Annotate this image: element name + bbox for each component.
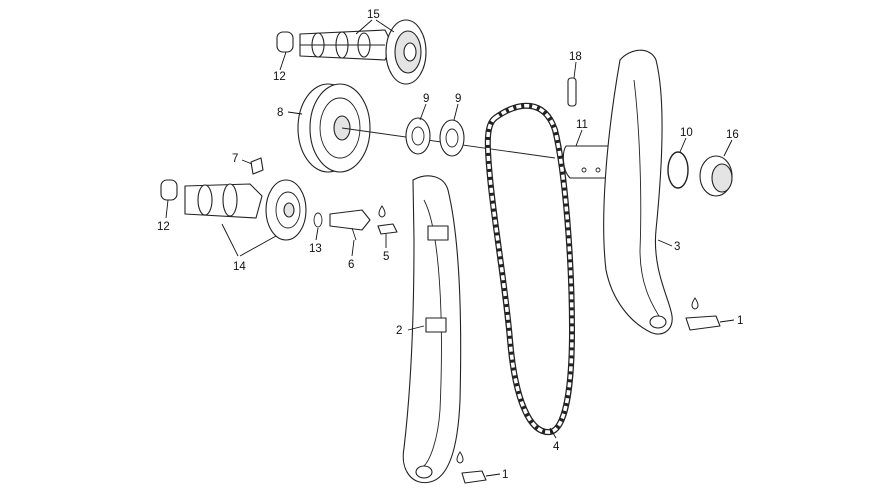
callout-9-left: 9 (423, 93, 429, 105)
chain-guide-left (402, 175, 462, 484)
callout-16: 16 (726, 129, 739, 141)
callout-8: 8 (277, 107, 283, 119)
screw-guide-left (461, 470, 487, 484)
oil-drop-icon-1a (691, 297, 699, 310)
callout-3: 3 (674, 241, 680, 253)
callout-18: 18 (569, 51, 582, 63)
screw-guide-right (685, 315, 721, 331)
oil-drop-icon-5 (378, 205, 386, 218)
callout-1-right: 1 (737, 315, 743, 327)
oil-drop-icon-1b (456, 451, 464, 464)
decompression-shaft (329, 209, 371, 241)
callout-5: 5 (383, 251, 389, 263)
callout-11: 11 (576, 119, 588, 131)
chain-guide-right (603, 49, 673, 335)
callout-14: 14 (233, 261, 246, 273)
idler-gear-double (297, 83, 556, 173)
screw-upper-left (377, 223, 398, 235)
camshaft-sprocket-lower (265, 179, 307, 241)
callout-labels: 15 12 8 9 9 7 12 14 13 6 5 2 4 3 1 1 18 … (157, 9, 743, 481)
callout-15: 15 (367, 9, 380, 21)
callout-7: 7 (232, 153, 238, 165)
callout-4: 4 (553, 441, 560, 453)
needle-bearing-left (405, 117, 431, 155)
callout-1-bottom: 1 (502, 469, 508, 481)
callout-9-right: 9 (455, 93, 461, 105)
callout-6: 6 (348, 259, 354, 271)
camshaft-sprocket-upper (385, 19, 427, 85)
callout-2: 2 (396, 325, 402, 337)
callout-12-bottom: 12 (157, 221, 170, 233)
leader-lines (165, 19, 735, 477)
closing-plug (699, 155, 733, 197)
callout-12-top: 12 (273, 71, 286, 83)
camshaft-lower (160, 179, 263, 219)
needle-bearing-right (439, 119, 465, 157)
circlip (313, 212, 323, 228)
camshaft-upper (276, 29, 393, 61)
locating-pin (250, 157, 264, 175)
callout-10: 10 (680, 127, 693, 139)
o-ring (667, 151, 689, 189)
dowel-pin (567, 77, 577, 107)
callout-13: 13 (309, 243, 322, 255)
